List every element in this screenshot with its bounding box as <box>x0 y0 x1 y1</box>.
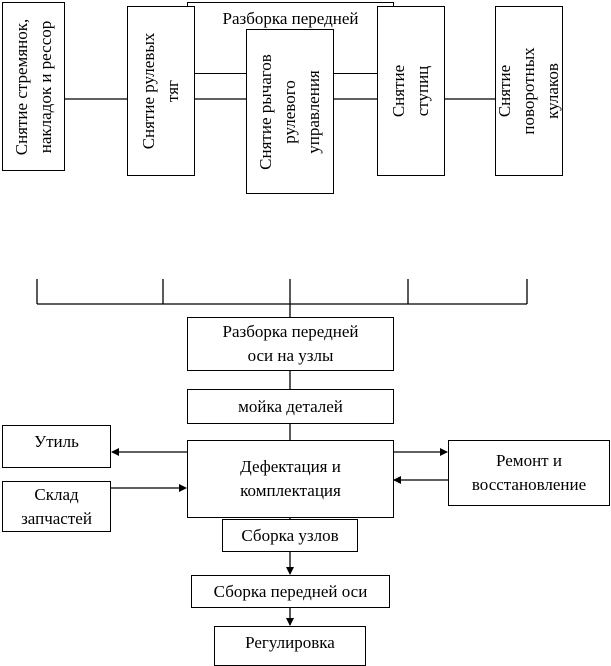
step-remove-hubs: Снятие ступиц <box>377 6 445 176</box>
box-scrap: Утиль <box>2 425 111 468</box>
step-remove-knuckles: Снятие поворотных кулаков <box>495 6 563 176</box>
box-label: Сборка узлов <box>241 525 339 545</box>
box-washing: мойка деталей <box>187 389 394 424</box>
box-label: Разборка передней оси на узлы <box>222 322 359 365</box>
box-inspection: Дефектация и комплектация <box>187 440 394 518</box>
box-axle-disassembly: Разборка передней оси на узлы <box>187 317 394 371</box>
box-label: Ремонт и восстановление <box>471 451 587 494</box>
box-axle-assembly: Сборка передней оси <box>191 575 390 608</box>
box-label: Утиль <box>34 432 79 451</box>
box-label: мойка деталей <box>238 396 343 416</box>
box-label: Дефектация и комплектация <box>240 457 341 500</box>
box-label: Склад запчастей <box>21 484 92 528</box>
box-spare-parts: Склад запчастей <box>2 481 111 532</box>
box-adjustment: Регулировка <box>214 626 366 666</box>
step-remove-steering-rods: Снятие рулевых тяг <box>127 6 195 176</box>
box-unit-assembly: Сборка узлов <box>222 519 358 552</box>
box-repair: Ремонт и восстановление <box>448 440 610 506</box>
step-remove-stirrups: Снятие стремянок, накладок и рессор <box>2 2 65 171</box>
box-label: Сборка передней оси <box>213 581 368 601</box>
step-remove-steering-levers: Снятие рычагов рулевого управления <box>246 29 334 194</box>
box-label: Регулировка <box>245 633 335 652</box>
